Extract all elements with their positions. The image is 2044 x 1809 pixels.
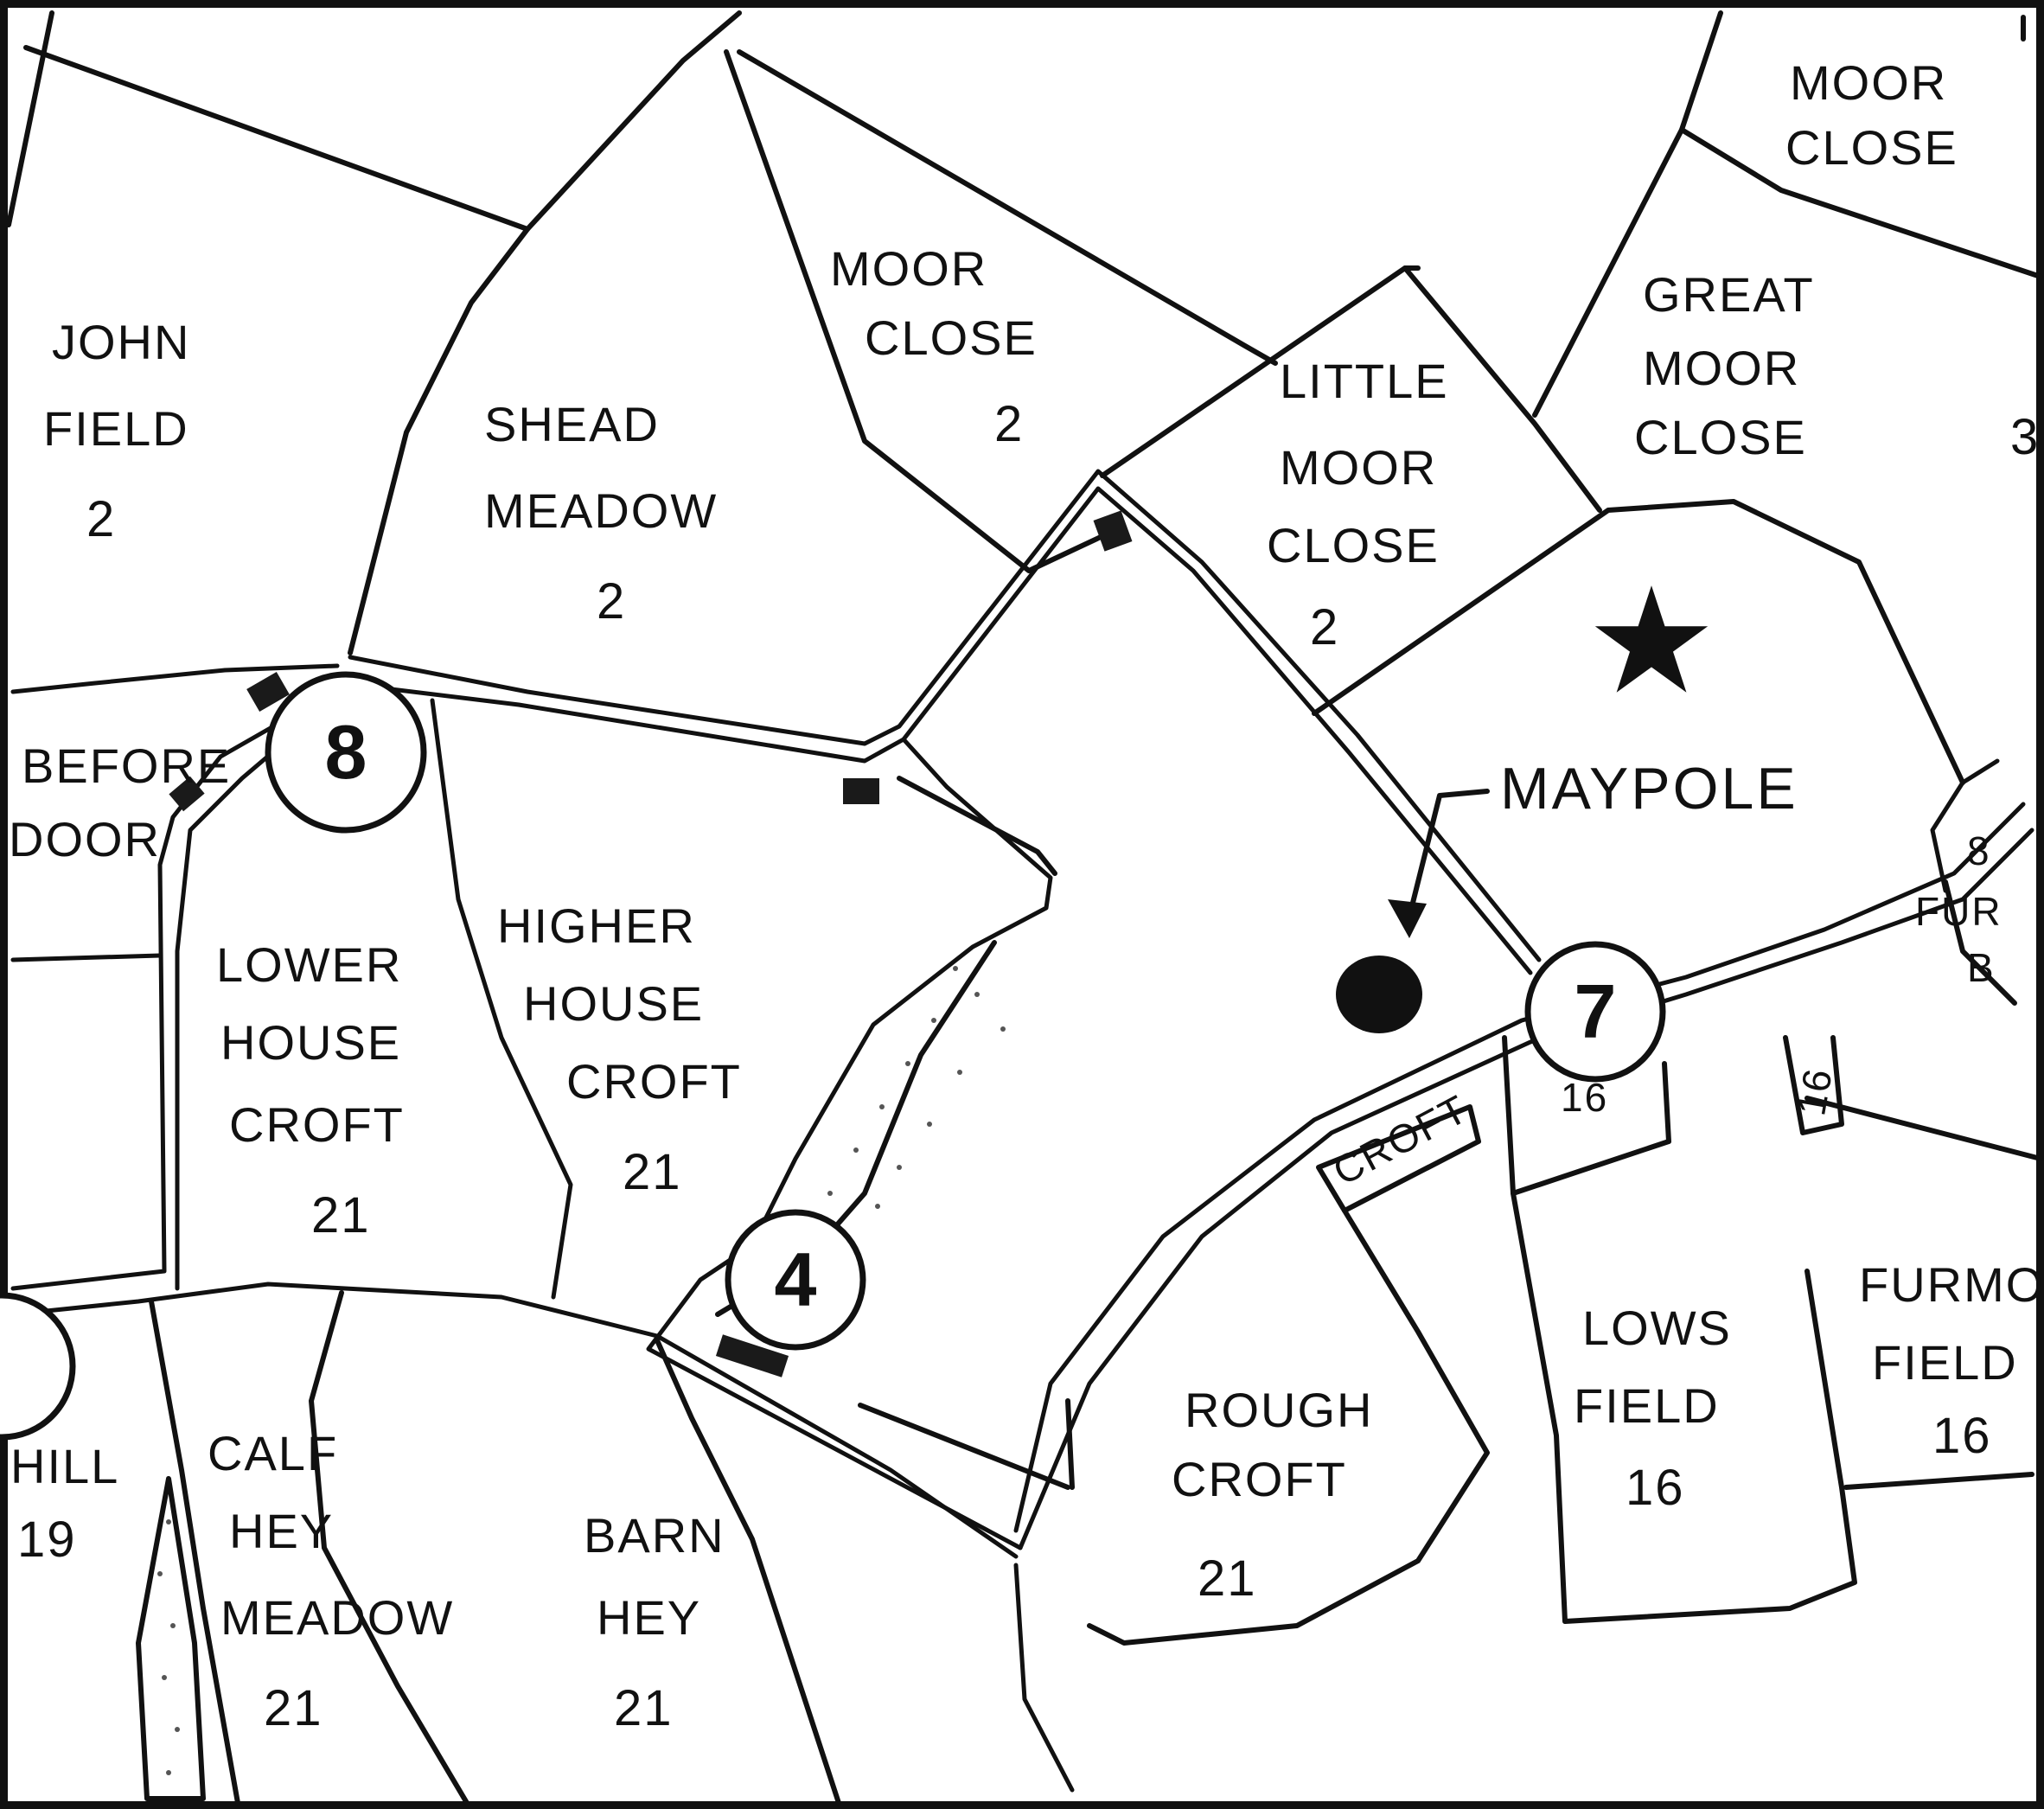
field-label-before-door: BEFORE DOOR bbox=[9, 738, 246, 866]
boundary-line bbox=[309, 1290, 469, 1806]
marker-4: 4 bbox=[725, 1209, 866, 1351]
boundary-line bbox=[1502, 1035, 1857, 1624]
field-label-john-field: JOHN FIELD 2 bbox=[43, 315, 206, 547]
boundary-line bbox=[1312, 499, 1965, 785]
field-label-great-moor-close: GREAT MOOR CLOSE 3 bbox=[1634, 267, 2040, 465]
gate-marker bbox=[1093, 510, 1133, 552]
boundary-line bbox=[6, 10, 54, 227]
field-label-fur-b: 8 FUR B bbox=[1915, 828, 2015, 990]
boundary-line bbox=[1804, 1096, 2043, 1161]
boundary-line bbox=[1943, 879, 2017, 1006]
boundary-line bbox=[23, 45, 530, 232]
svg-text:7: 7 bbox=[1575, 968, 1617, 1054]
field-label-strip-16-a: 16 bbox=[1561, 1075, 1608, 1120]
lane-edge bbox=[1013, 1563, 1075, 1793]
field-label-hill: HILL 19 bbox=[10, 1439, 133, 1568]
star-icon: ★ bbox=[1586, 556, 1717, 727]
marker-8: 8 bbox=[265, 671, 427, 834]
field-label-lows-field: LOWS FIELD 16 bbox=[1574, 1301, 1747, 1516]
boundary-line bbox=[1783, 1035, 1844, 1135]
lane-edge bbox=[10, 663, 340, 694]
boundary-line bbox=[1511, 1061, 1671, 1196]
boundary-line bbox=[149, 1299, 240, 1806]
field-label-lower-house-croft: LOWER HOUSE CROFT 21 bbox=[216, 937, 418, 1243]
field-label-shead-meadow: SHEAD MEADOW 2 bbox=[484, 397, 733, 630]
field-label-strip-16-b: 16 bbox=[1788, 1064, 1841, 1119]
field-label-moor-close-top: MOOR CLOSE bbox=[1785, 55, 1963, 175]
field-label-higher-house-croft: HIGHER HOUSE CROFT 21 bbox=[497, 898, 756, 1200]
svg-text:8: 8 bbox=[325, 709, 367, 795]
lane-edge bbox=[339, 486, 1533, 975]
field-label-barn-hey: BARN HEY 21 bbox=[584, 1508, 740, 1736]
lane-edge bbox=[430, 698, 573, 1300]
dotted-path bbox=[157, 966, 1006, 1775]
maypole-arrow-head bbox=[1388, 899, 1427, 938]
lane-edge bbox=[646, 737, 1053, 1550]
lane-edge bbox=[10, 953, 163, 962]
boundary-line bbox=[655, 1338, 841, 1806]
lane-edge bbox=[1930, 758, 2000, 893]
boundary-line bbox=[858, 1403, 1070, 1490]
boundary-line bbox=[737, 49, 1278, 366]
boundary-line bbox=[1679, 127, 2043, 279]
lane-edge bbox=[1018, 828, 2034, 1550]
maypole-dot bbox=[1336, 956, 1422, 1033]
svg-text:4: 4 bbox=[775, 1237, 817, 1322]
gate-marker bbox=[715, 1334, 789, 1378]
boundary-line bbox=[724, 49, 1105, 573]
boundary-line bbox=[348, 10, 742, 655]
marker-partial-left bbox=[0, 1292, 76, 1441]
marker-7: 7 bbox=[1524, 941, 1666, 1083]
gate-marker bbox=[843, 778, 879, 804]
boundary-line bbox=[1065, 1398, 1075, 1490]
field-label-rough-croft: ROUGH CROFT 21 bbox=[1172, 1383, 1389, 1607]
lane-edge bbox=[1013, 802, 2026, 1533]
field-label-calf-hey-meadow: CALF HEY MEADOW 21 bbox=[208, 1426, 469, 1736]
maypole-label: MAYPOLE bbox=[1500, 756, 1798, 821]
field-label-furmo-field: FURMO FIELD 16 bbox=[1859, 1257, 2044, 1464]
gate-marker bbox=[169, 776, 205, 812]
maypole: MAYPOLE bbox=[1336, 756, 1798, 1033]
maypole-arrow bbox=[1407, 789, 1490, 919]
boundary-line bbox=[1316, 1104, 1481, 1213]
numbered-markers: 8 7 4 bbox=[0, 671, 1666, 1441]
boundary-line bbox=[1087, 1208, 1490, 1646]
field-label-little-moor-close: LITTLE MOOR CLOSE 2 bbox=[1267, 354, 1464, 655]
gate-marker bbox=[246, 672, 290, 712]
boundary-line bbox=[136, 1476, 206, 1801]
lane-edge bbox=[10, 1282, 1019, 1559]
boundary-line bbox=[1100, 265, 1602, 513]
gates bbox=[169, 510, 1133, 1378]
field-label-moor-close: MOOR CLOSE 2 bbox=[830, 241, 1052, 452]
boundary-line bbox=[897, 776, 1057, 876]
boundary-line bbox=[1843, 1472, 2034, 1490]
lane-edge bbox=[10, 685, 344, 1291]
lane-edge bbox=[348, 469, 1542, 962]
